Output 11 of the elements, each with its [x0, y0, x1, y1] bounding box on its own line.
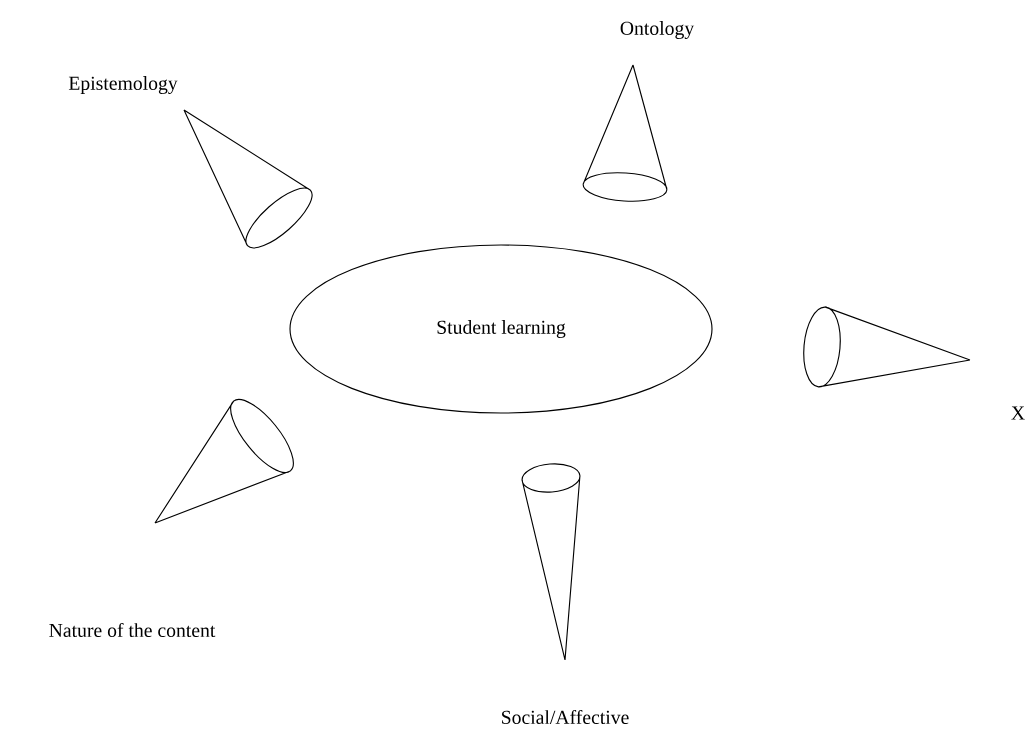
cone-drawing [154, 398, 294, 524]
cone-drawing [521, 463, 581, 661]
cone-label: Nature of the content [49, 622, 216, 638]
cone-drawing [582, 64, 668, 202]
ellipse-node: Student learning [289, 244, 713, 414]
cone-label: Social/Affective [502, 709, 629, 725]
cone-drawing [183, 109, 313, 249]
cone-drawing [803, 306, 971, 388]
cone-label: Ontology [620, 21, 695, 39]
cone-label: X [1011, 406, 1025, 420]
cone-label: Epistemology [68, 76, 178, 94]
